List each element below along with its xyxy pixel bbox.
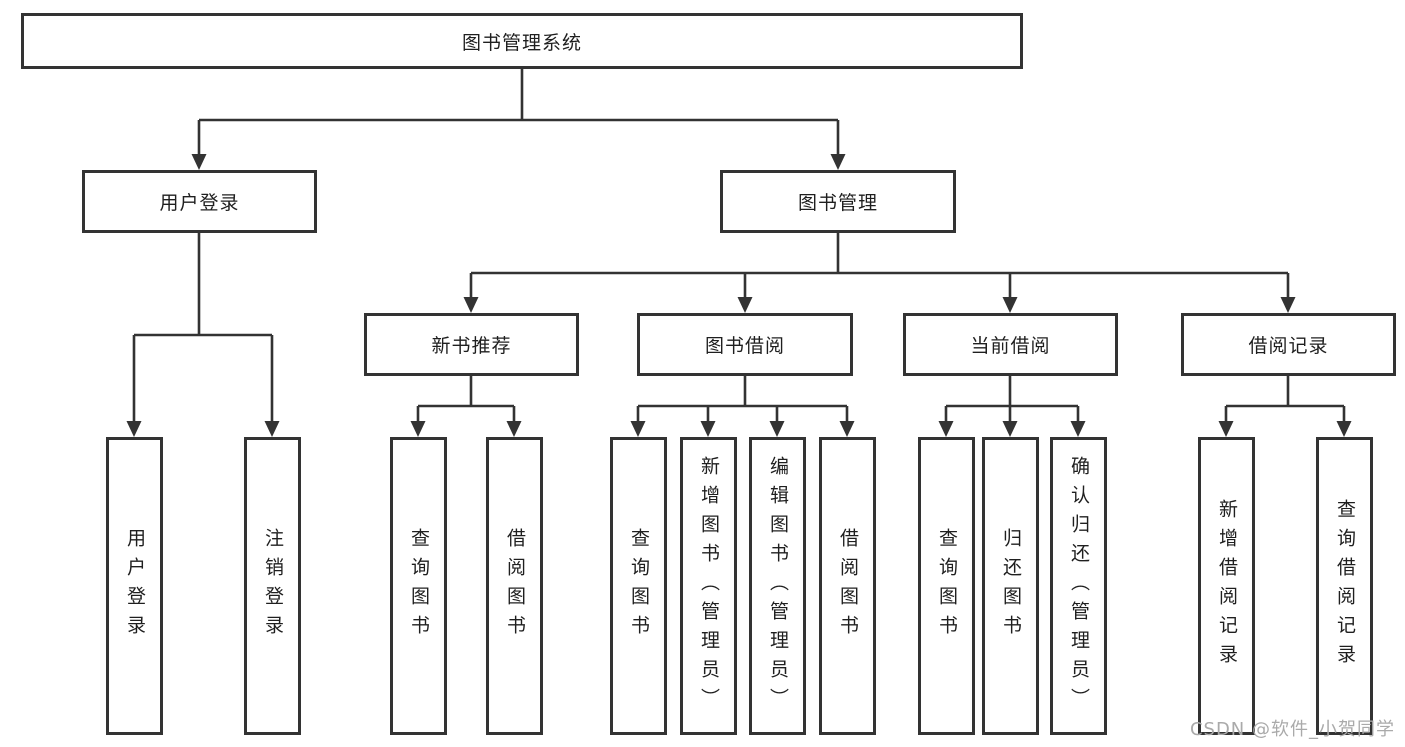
node-query-books-recommend: 查询图书 [390,437,447,735]
csdn-watermark: CSDN @软件_小贺同学 [1189,719,1395,740]
edge-user-login-to-leaves [132,233,274,424]
node-user-login-leaf: 用户登录 [106,437,163,735]
node-logout-label: 注销登录 [262,528,284,644]
node-user-login-branch: 用户登录 [82,170,317,233]
node-logout: 注销登录 [244,437,301,735]
node-current-borrow-label: 当前借阅 [970,335,1051,357]
edge-borrow-records-to-leaves [1224,376,1346,424]
arrowheads [126,154,1352,437]
node-book-borrow: 图书借阅 [637,313,853,376]
node-new-book-recommend: 新书推荐 [364,313,579,376]
node-query-borrow-record: 查询借阅记录 [1316,437,1373,735]
edge-new-book-recommend-to-leaves [416,376,516,424]
node-edit-book-admin-label: 编辑图书（管理员） [767,455,789,717]
node-query-borrow-record-label: 查询借阅记录 [1334,499,1356,673]
node-query-books-borrow-label: 查询图书 [628,528,650,644]
node-current-borrow: 当前借阅 [903,313,1118,376]
node-borrow-book-recommend-label: 借阅图书 [504,528,526,644]
node-add-borrow-record-label: 新增借阅记录 [1216,499,1238,673]
node-root-system: 图书管理系统 [21,13,1023,69]
node-add-book-admin-label: 新增图书（管理员） [698,455,720,717]
edge-book-borrow-to-leaves [636,376,849,424]
node-book-management-label: 图书管理 [797,192,878,214]
node-root-system-label: 图书管理系统 [461,31,582,54]
edge-root-to-level2 [197,69,840,157]
node-query-books-recommend-label: 查询图书 [408,528,430,644]
node-return-book: 归还图书 [982,437,1039,735]
node-new-book-recommend-label: 新书推荐 [431,335,512,357]
edge-current-borrow-to-leaves [944,376,1080,424]
node-add-book-admin: 新增图书（管理员） [680,437,737,735]
node-query-books-borrow: 查询图书 [610,437,667,735]
node-book-management: 图书管理 [720,170,956,233]
node-borrow-book-label: 借阅图书 [837,528,859,644]
node-add-borrow-record: 新增借阅记录 [1198,437,1255,735]
edge-book-management-to-level3 [469,233,1290,300]
node-return-book-label: 归还图书 [1000,528,1022,644]
node-borrow-records-label: 借阅记录 [1248,335,1329,357]
node-user-login-leaf-label: 用户登录 [124,528,146,644]
node-confirm-return-admin-label: 确认归还（管理员） [1068,455,1090,717]
node-confirm-return-admin: 确认归还（管理员） [1050,437,1107,735]
node-query-books-current-label: 查询图书 [936,528,958,644]
node-user-login-branch-label: 用户登录 [159,192,240,214]
node-query-books-current: 查询图书 [918,437,975,735]
node-edit-book-admin: 编辑图书（管理员） [749,437,806,735]
node-borrow-records: 借阅记录 [1181,313,1396,376]
node-book-borrow-label: 图书借阅 [704,335,785,357]
node-borrow-book-recommend: 借阅图书 [486,437,543,735]
node-borrow-book: 借阅图书 [819,437,876,735]
